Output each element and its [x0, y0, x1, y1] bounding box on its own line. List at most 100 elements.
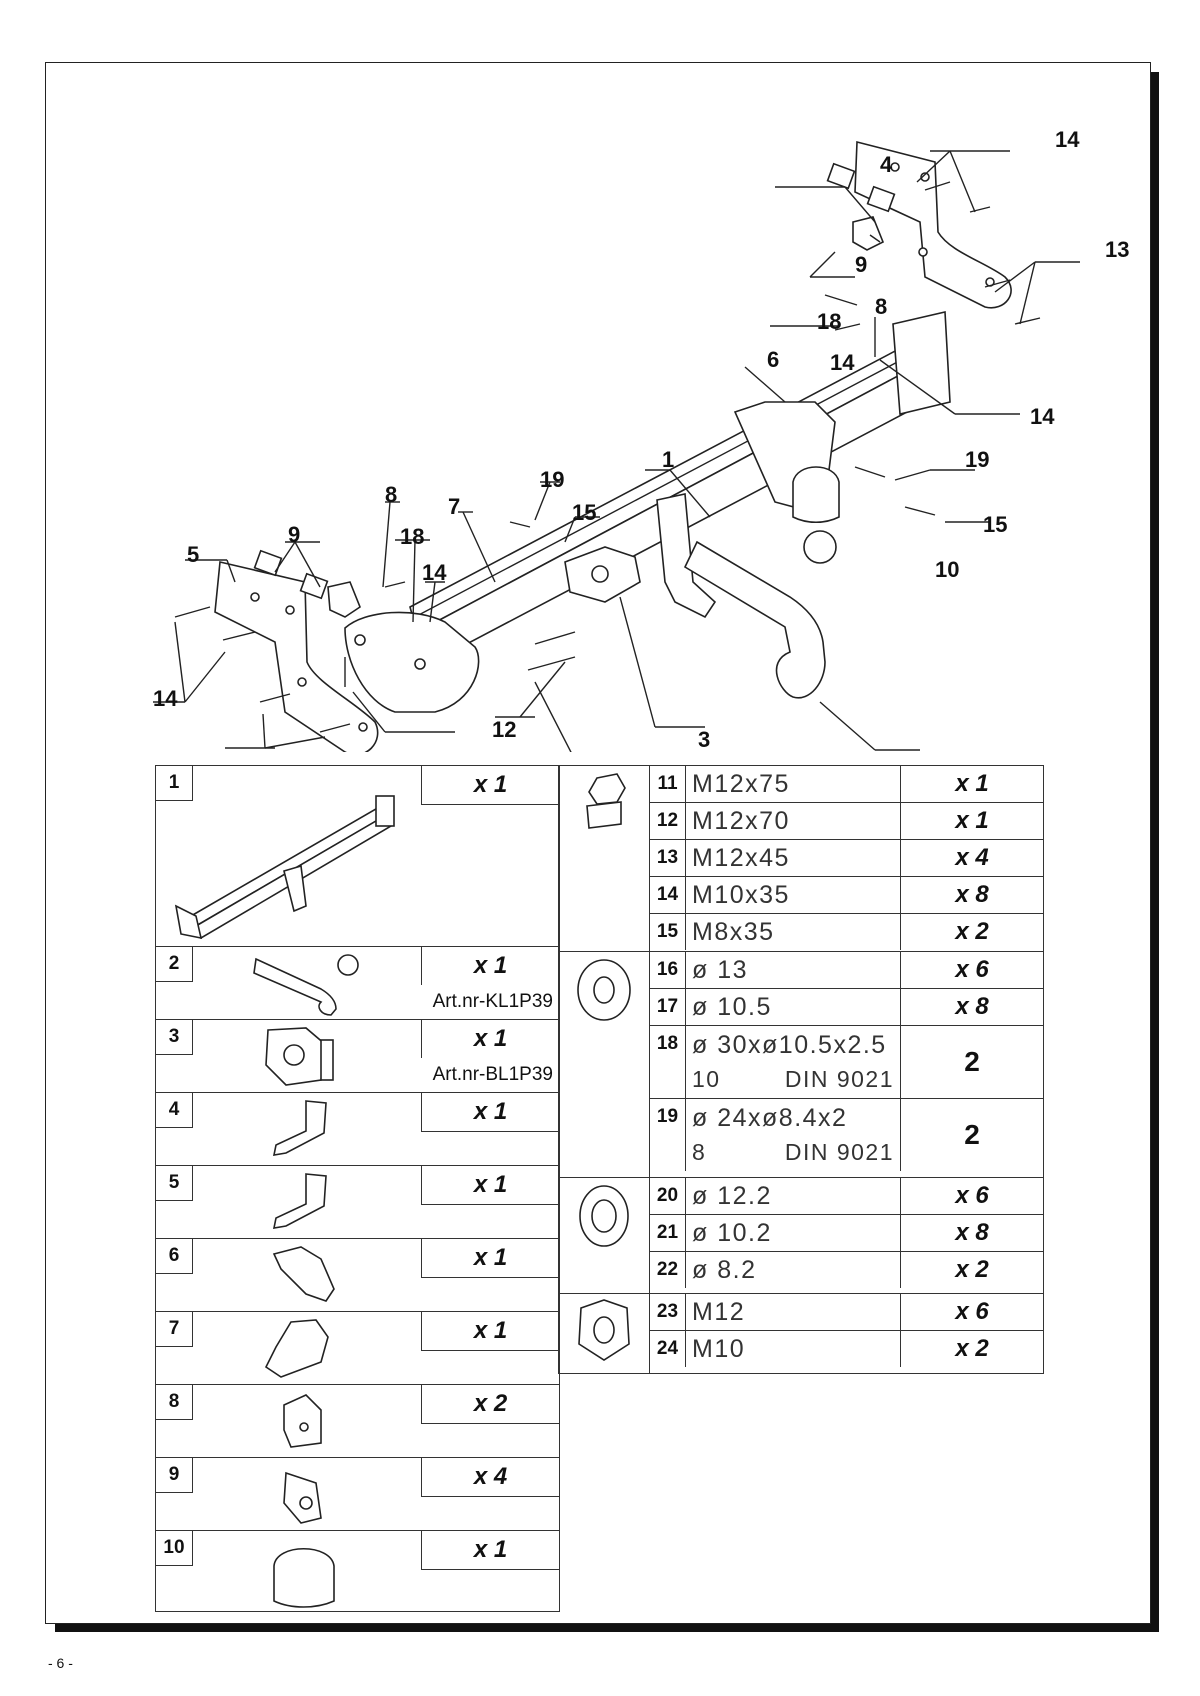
parts-row-6: 6 x 1 [156, 1238, 559, 1311]
left-side-plate-part [214, 561, 379, 752]
part-number: 10 [156, 1531, 193, 1566]
callout-15-right: 15 [983, 512, 1007, 537]
callout-14-lower-right: 14 [1030, 404, 1055, 429]
ball-cap-thumbnail-icon [273, 1548, 335, 1608]
left-bracket-part [344, 611, 480, 713]
callout-12: 12 [492, 717, 516, 742]
angle-bracket-parts [327, 216, 885, 618]
parts-row-3: 3 x 1 Art.nr-BL1P39 [156, 1019, 559, 1092]
parts-row-10: 10 x 1 [156, 1530, 559, 1611]
callout-14-left: 14 [153, 686, 178, 711]
exploded-assembly-diagram: 14 4 9 13 8 18 14 6 14 1 19 19 15 8 7 15… [153, 127, 1129, 752]
centre-bracket-part [656, 493, 717, 619]
callout-7: 7 [448, 494, 460, 519]
page-number: - 6 - [48, 1655, 73, 1671]
left-bracket-thumbnail-icon [264, 1319, 329, 1378]
bolt-icon [558, 766, 650, 951]
ball-cap-part [792, 466, 840, 524]
socket-plate-part [564, 546, 641, 603]
crossbar-part [409, 311, 951, 669]
washer-icon [558, 952, 650, 1177]
callout-6: 6 [767, 347, 779, 372]
part-number: 1 [156, 766, 193, 801]
ball-neck-part [683, 530, 837, 699]
part-number: 8 [156, 1385, 193, 1420]
frame-shadow-bottom [55, 1624, 1159, 1632]
part-quantity: x 1 [421, 1166, 559, 1205]
parts-row-8: 8 x 2 [156, 1384, 559, 1457]
bolt-parts [174, 181, 1041, 733]
callout-15-left: 15 [572, 500, 596, 525]
part-quantity: x 1 [421, 1312, 559, 1351]
callout-14-upper-left: 14 [422, 560, 447, 585]
parts-row-1: 1 x 1 [156, 765, 559, 946]
part-number: 2 [156, 947, 193, 982]
part-number: 6 [156, 1239, 193, 1274]
left-side-plate-thumbnail-icon [272, 1173, 327, 1229]
callout-4: 4 [880, 152, 893, 177]
leader-lines [153, 150, 1080, 752]
article-number: Art.nr-BL1P39 [432, 1064, 553, 1085]
socket-plate-thumbnail-icon [265, 1027, 334, 1086]
clamp-parts [253, 162, 896, 600]
callout-10: 10 [935, 557, 959, 582]
callout-3: 3 [698, 727, 710, 752]
part-number: 4 [156, 1093, 193, 1128]
right-side-plate-part [854, 140, 1012, 309]
callout-9-right: 9 [855, 252, 867, 277]
part-quantity: x 2 [421, 1385, 559, 1424]
part-quantity: x 1 [421, 947, 559, 985]
ball-neck-thumbnail-icon [253, 954, 359, 1016]
parts-row-5: 5 x 1 [156, 1165, 559, 1238]
callout-5: 5 [187, 542, 199, 567]
parts-list-left: 1 x 1 2 x 1 Art.nr-KL1P39 3 x 1 Art.nr-B… [155, 765, 560, 1612]
part-quantity: x 1 [421, 1093, 559, 1132]
parts-row-4: 4 x 1 [156, 1092, 559, 1165]
callout-19-left: 19 [540, 467, 564, 492]
callout-13-right: 13 [1105, 237, 1129, 262]
callout-8-right: 8 [875, 294, 887, 319]
crossbar-thumbnail-icon [174, 795, 395, 940]
callout-14-mid-right: 14 [830, 350, 855, 375]
callout-9-left: 9 [288, 522, 300, 547]
part-quantity: x 1 [421, 1239, 559, 1278]
angle-bracket-thumbnail-icon [283, 1394, 322, 1448]
parts-row-7: 7 x 1 [156, 1311, 559, 1384]
part-quantity: x 1 [421, 1531, 559, 1570]
part-number: 9 [156, 1458, 193, 1493]
part-quantity: x 1 [421, 766, 559, 805]
spring-washer-icon [558, 1178, 650, 1293]
parts-row-9: 9 x 4 [156, 1457, 559, 1530]
part-quantity: x 4 [421, 1458, 559, 1497]
part-number: 3 [156, 1020, 193, 1055]
callout-18-right: 18 [817, 309, 841, 334]
parts-row-2: 2 x 1 Art.nr-KL1P39 [156, 946, 559, 1019]
callout-19-right: 19 [965, 447, 989, 472]
callout-1: 1 [662, 447, 674, 472]
part-number: 7 [156, 1312, 193, 1347]
callout-labels: 14 4 9 13 8 18 14 6 14 1 19 19 15 8 7 15… [153, 127, 1129, 752]
clamp-thumbnail-icon [283, 1471, 322, 1524]
callout-14-top: 14 [1055, 127, 1080, 152]
frame-shadow-right [1151, 72, 1159, 1632]
part-quantity: x 1 [421, 1020, 559, 1058]
